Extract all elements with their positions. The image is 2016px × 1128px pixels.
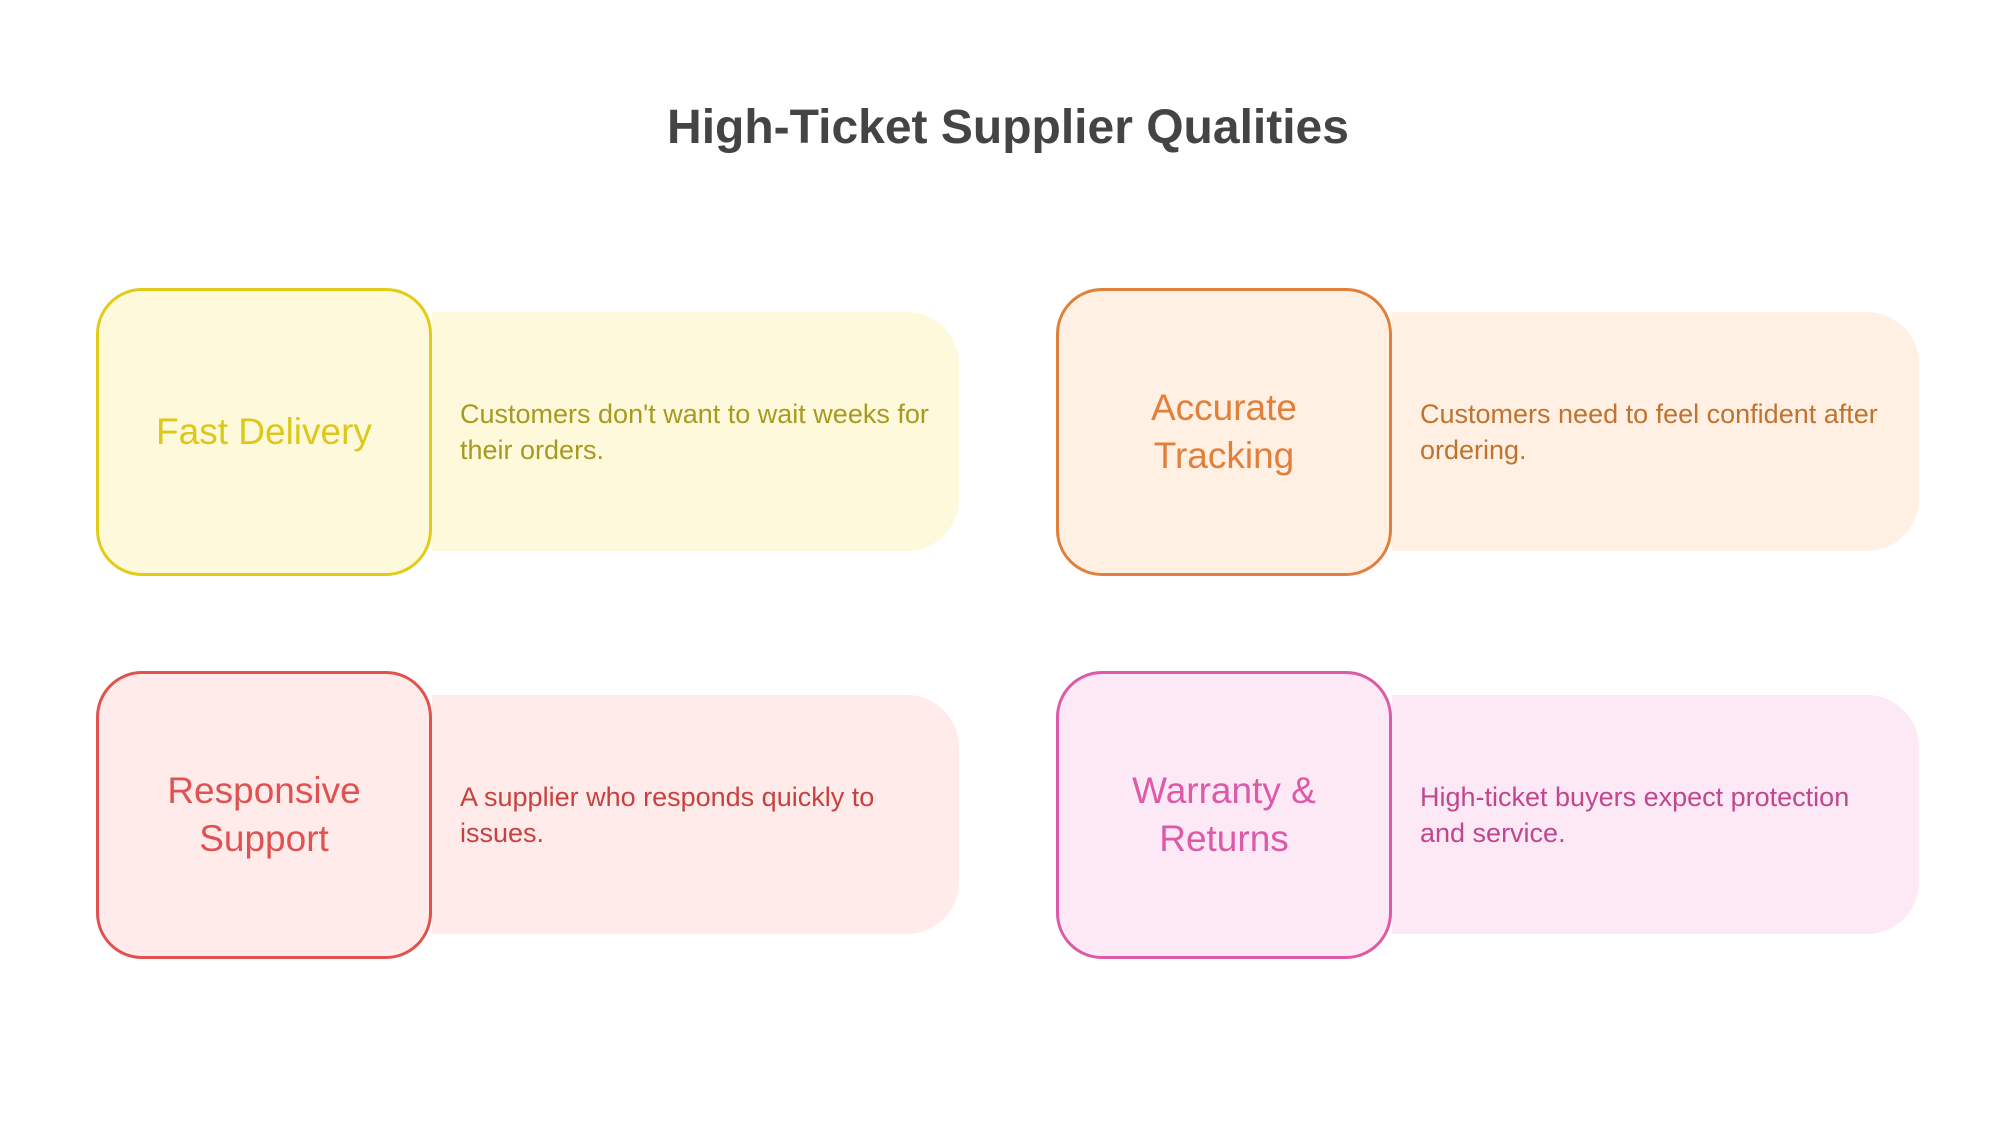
- description-text: A supplier who responds quickly to issue…: [460, 781, 875, 848]
- quality-label-box: Accurate Tracking: [1056, 288, 1392, 576]
- quality-description: Customers need to feel confident after o…: [1420, 312, 1890, 551]
- description-panel: [432, 695, 959, 934]
- quality-card-warranty-returns: Warranty & Returns High-ticket buyers ex…: [1056, 671, 2016, 961]
- quality-card-fast-delivery: Fast Delivery Customers don't want to wa…: [96, 288, 1096, 578]
- quality-label-box: Warranty & Returns: [1056, 671, 1392, 959]
- description-panel: [432, 312, 959, 551]
- quality-label-box: Fast Delivery: [96, 288, 432, 576]
- quality-label-box: Responsive Support: [96, 671, 432, 959]
- description-text: High-ticket buyers expect protection and…: [1420, 781, 1850, 848]
- description-panel: [1392, 312, 1919, 551]
- description-panel: [1392, 695, 1919, 934]
- quality-description: Customers don't want to wait weeks for t…: [460, 312, 930, 551]
- quality-card-accurate-tracking: Accurate Tracking Customers need to feel…: [1056, 288, 2016, 578]
- quality-description: A supplier who responds quickly to issue…: [460, 695, 930, 934]
- description-text: Customers need to feel confident after o…: [1420, 398, 1878, 465]
- quality-description: High-ticket buyers expect protection and…: [1420, 695, 1890, 934]
- page-title: High-Ticket Supplier Qualities: [667, 101, 1349, 154]
- quality-card-responsive-support: Responsive Support A supplier who respon…: [96, 671, 1096, 961]
- description-text: Customers don't want to wait weeks for t…: [460, 398, 929, 465]
